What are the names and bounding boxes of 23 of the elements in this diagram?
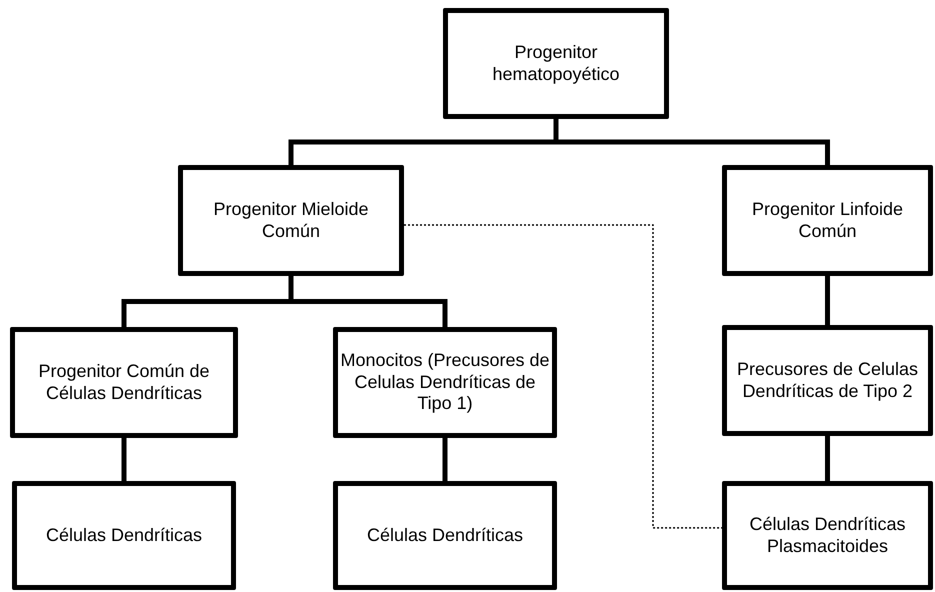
node-label: Células Dendríticas (46, 524, 202, 546)
node-label: Progenitor Mieloide Común (212, 198, 370, 242)
connector-line (825, 436, 830, 481)
process-box (722, 165, 933, 276)
process-box (722, 325, 933, 436)
process-box (10, 327, 238, 438)
process-box (333, 481, 557, 590)
connector-line (825, 276, 830, 325)
node-label: Progenitor Linfoide Común (750, 198, 904, 242)
node-label: Monocitos (Precusores de Celulas Dendríticas de Tipo 1) (340, 350, 550, 415)
node-label: Células Dendríticas Plasmacitoides (748, 514, 907, 558)
process-box (443, 8, 669, 119)
node-label: Progenitor Común de Células Dendríticas (37, 360, 211, 404)
connector-line (442, 438, 448, 481)
process-box (178, 165, 404, 276)
node-label: Células Dendríticas (366, 524, 524, 546)
process-box (12, 481, 236, 590)
node-label: Precusores de Celulas Dendríticas de Tipo 2 (736, 358, 920, 402)
process-box (722, 481, 933, 590)
connector-line (122, 438, 126, 481)
node-label: Progenitor hematopoyético (491, 42, 621, 86)
dotted-connector (404, 224, 722, 529)
process-box (333, 327, 557, 438)
